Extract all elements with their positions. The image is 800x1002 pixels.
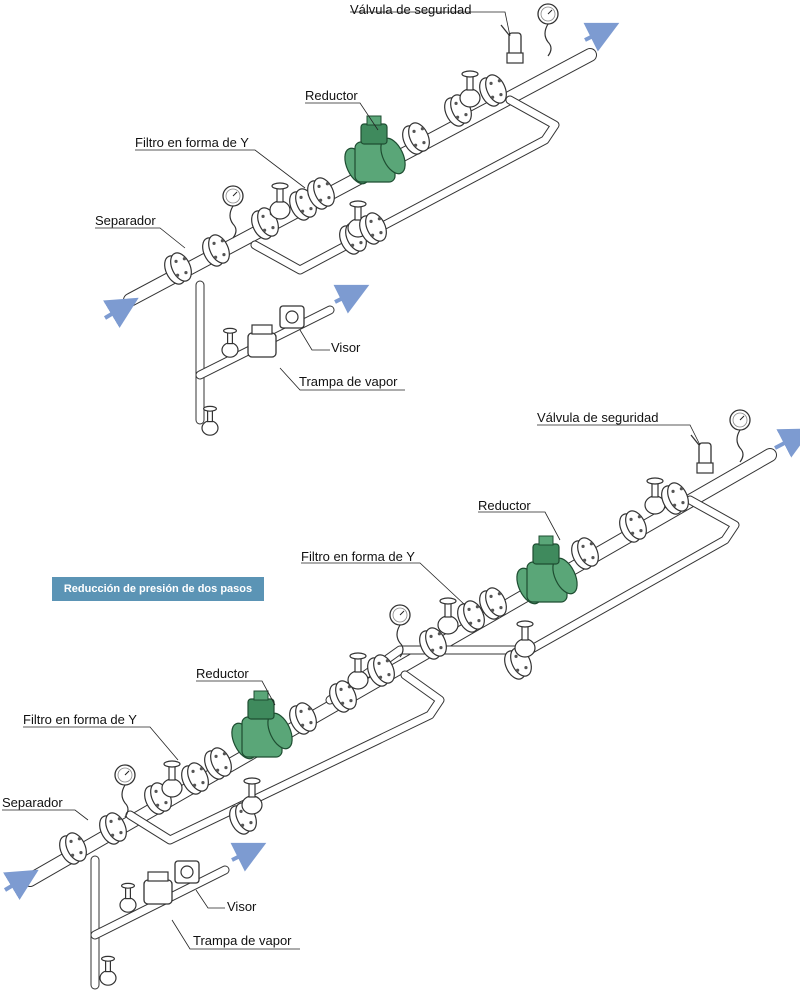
pressure-gauge-icon bbox=[222, 185, 244, 239]
bottom-diagram-art bbox=[2, 409, 800, 990]
flow-arrow-icon bbox=[230, 842, 267, 872]
globe-valve-icon bbox=[347, 652, 369, 690]
flange-icon bbox=[202, 234, 230, 267]
globe-valve-icon bbox=[201, 405, 219, 436]
leader-line bbox=[279, 367, 405, 391]
label-reducer-1-bottom: Reductor bbox=[196, 666, 249, 681]
flange-icon bbox=[164, 252, 192, 285]
globe-valve-icon bbox=[459, 70, 481, 108]
safety-valve-icon bbox=[500, 24, 524, 64]
globe-valve-icon bbox=[119, 882, 137, 913]
steam-trap-icon bbox=[143, 871, 173, 905]
flange-icon bbox=[144, 782, 172, 815]
flow-arrow-icon bbox=[103, 297, 139, 328]
flange-icon bbox=[359, 212, 387, 245]
leader-line bbox=[350, 11, 511, 37]
flange-icon bbox=[99, 812, 127, 845]
pressure-reducer-icon bbox=[231, 690, 293, 760]
leader-line bbox=[299, 329, 330, 351]
flange-icon bbox=[571, 537, 599, 570]
label-reducer-2-bottom: Reductor bbox=[478, 498, 531, 513]
leader-line bbox=[195, 889, 225, 909]
flange-icon bbox=[619, 510, 647, 543]
flange-icon bbox=[181, 762, 209, 795]
label-safety-valve-bottom: Válvula de seguridad bbox=[537, 410, 659, 425]
leader-line bbox=[2, 809, 89, 821]
leader-line bbox=[135, 149, 306, 189]
sight-glass-icon bbox=[279, 305, 305, 329]
pressure-reducer-icon bbox=[344, 115, 406, 185]
label-y-strainer-top: Filtro en forma de Y bbox=[135, 135, 249, 150]
leader-line bbox=[23, 726, 179, 761]
label-safety-valve-top: Válvula de seguridad bbox=[350, 2, 472, 17]
sight-glass-icon bbox=[174, 860, 200, 884]
safety-valve-icon bbox=[690, 434, 714, 474]
flange-icon bbox=[204, 747, 232, 780]
globe-valve-icon bbox=[241, 777, 263, 815]
pressure-gauge-icon bbox=[389, 604, 411, 658]
globe-valve-icon bbox=[161, 760, 183, 798]
label-y-strainer-1-bottom: Filtro en forma de Y bbox=[23, 712, 137, 727]
flange-icon bbox=[59, 832, 87, 865]
label-steam-trap-bottom: Trampa de vapor bbox=[193, 933, 292, 948]
label-sight-glass-bottom: Visor bbox=[227, 899, 257, 914]
label-separator-bottom: Separador bbox=[2, 795, 63, 810]
flow-arrow-icon bbox=[3, 869, 39, 900]
globe-valve-icon bbox=[514, 620, 536, 658]
pressure-gauge-icon bbox=[537, 3, 559, 57]
label-reducer-top: Reductor bbox=[305, 88, 358, 103]
flow-arrow-icon bbox=[774, 428, 800, 458]
flow-arrow-icon bbox=[333, 284, 370, 314]
leader-line bbox=[171, 919, 300, 950]
flange-icon bbox=[479, 587, 507, 620]
leader-line bbox=[301, 562, 466, 606]
leader-line bbox=[95, 227, 186, 249]
steam-trap-icon bbox=[247, 324, 277, 358]
flange-icon bbox=[419, 627, 447, 660]
leader-line bbox=[537, 424, 701, 446]
two-stage-reduction-badge: Reducción de presión de dos pasos bbox=[52, 577, 264, 601]
flange-icon bbox=[661, 482, 689, 515]
flange-icon bbox=[402, 122, 430, 155]
bypass-pipe-1 bbox=[125, 670, 445, 845]
pressure-gauge-icon bbox=[114, 764, 136, 818]
flow-arrow-icon bbox=[583, 22, 620, 52]
label-y-strainer-2-bottom: Filtro en forma de Y bbox=[301, 549, 415, 564]
flange-icon bbox=[329, 680, 357, 713]
flange-icon bbox=[367, 654, 395, 687]
globe-valve-icon bbox=[437, 597, 459, 635]
leader-line bbox=[478, 511, 561, 541]
flange-icon bbox=[479, 74, 507, 107]
globe-valve-icon bbox=[99, 955, 117, 986]
bypass-pipe bbox=[250, 95, 560, 275]
flange-icon bbox=[289, 702, 317, 735]
pressure-reducer-icon bbox=[516, 535, 578, 605]
flange-icon bbox=[457, 600, 485, 633]
top-diagram-art bbox=[95, 3, 620, 436]
pressure-gauge-icon bbox=[729, 409, 751, 463]
label-sight-glass-top: Visor bbox=[331, 340, 361, 355]
flange-icon bbox=[307, 177, 335, 210]
globe-valve-icon bbox=[221, 327, 239, 358]
globe-valve-icon bbox=[269, 182, 291, 220]
leader-line bbox=[196, 680, 276, 706]
label-separator-top: Separador bbox=[95, 213, 156, 228]
leader-line bbox=[305, 102, 379, 131]
label-steam-trap-top: Trampa de vapor bbox=[299, 374, 398, 389]
